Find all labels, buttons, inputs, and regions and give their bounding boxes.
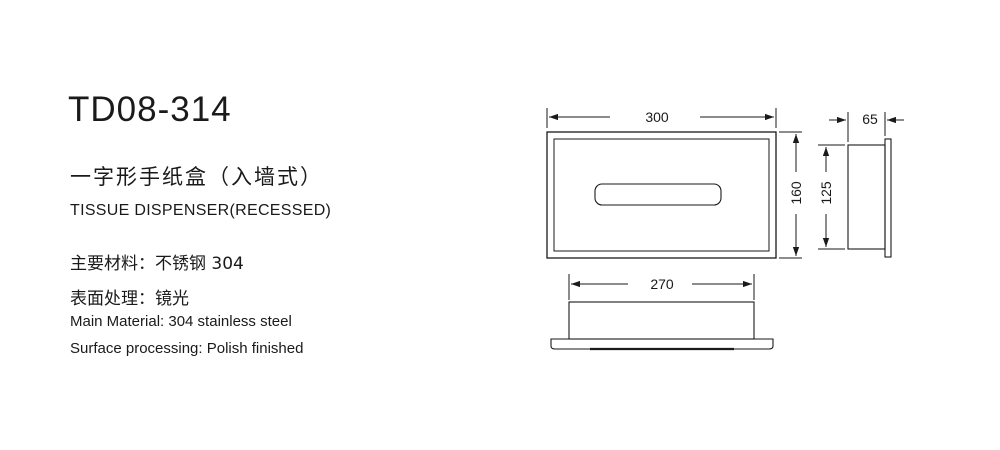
side-body xyxy=(847,144,886,250)
front-view xyxy=(546,131,777,259)
model-number: TD08-314 xyxy=(68,90,232,129)
dimension-270 xyxy=(568,274,755,300)
finish-english: Surface processing: Polish finished xyxy=(70,340,304,357)
product-name-english: TISSUE DISPENSER(RECESSED) xyxy=(70,202,332,219)
front-outer-frame xyxy=(546,131,777,259)
dimension-300-label: 300 xyxy=(645,109,669,125)
dimension-270-label: 270 xyxy=(650,276,674,292)
dimension-160-label: 160 xyxy=(788,181,804,205)
side-view xyxy=(847,138,892,258)
dimension-160 xyxy=(779,131,802,259)
finish-chinese: 表面处理：镜光 xyxy=(70,289,189,309)
bottom-body xyxy=(568,301,755,340)
bottom-flange xyxy=(550,338,774,350)
side-flange xyxy=(884,138,892,258)
dimension-65-label: 65 xyxy=(862,111,878,127)
front-inner-panel xyxy=(553,138,770,252)
bottom-view xyxy=(550,301,774,351)
material-english: Main Material: 304 stainless steel xyxy=(70,313,292,330)
product-name-chinese: 一字形手纸盒（入墙式） xyxy=(70,165,323,189)
dimension-125-label: 125 xyxy=(818,181,834,205)
material-chinese: 主要材料：不锈钢 304 xyxy=(70,254,244,274)
dimension-300 xyxy=(546,108,777,128)
dimension-65 xyxy=(829,112,904,142)
dimension-125 xyxy=(818,144,845,250)
tissue-opening-slot xyxy=(594,183,722,206)
